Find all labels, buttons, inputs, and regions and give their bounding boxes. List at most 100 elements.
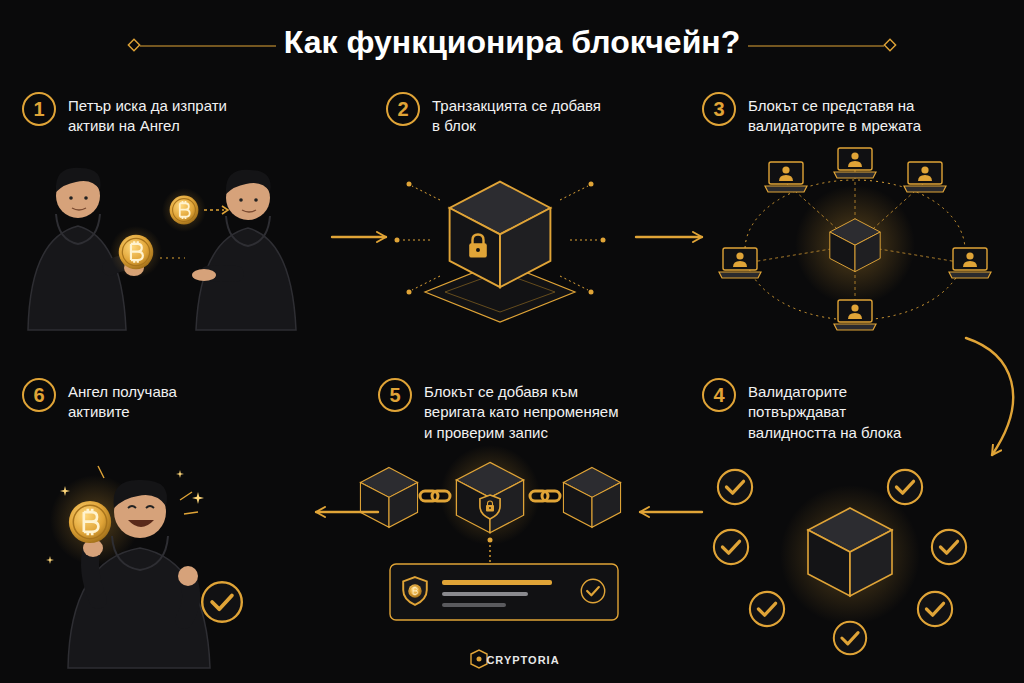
illustration-path bbox=[146, 506, 154, 508]
illustration-use bbox=[408, 584, 421, 597]
illustration-circle bbox=[589, 182, 594, 187]
illustration-path bbox=[56, 168, 101, 192]
illustration-use bbox=[834, 622, 866, 654]
callout-number: 2 bbox=[386, 92, 420, 126]
illustration-path bbox=[204, 209, 224, 211]
illustration-circle bbox=[69, 196, 73, 200]
illustration-polygon bbox=[471, 650, 487, 668]
illustration-path bbox=[242, 210, 256, 212]
validation-checks bbox=[714, 470, 966, 654]
callout-number: 5 bbox=[378, 378, 412, 412]
illustration-line bbox=[570, 240, 600, 241]
illustration-line bbox=[98, 466, 104, 478]
illustration-circle bbox=[162, 188, 206, 232]
illustration-path bbox=[28, 226, 126, 330]
illustration-use bbox=[750, 592, 784, 626]
illustration-rect bbox=[432, 491, 450, 501]
step-panel: 1Петър иска да изпрати активи на Ангел bbox=[22, 92, 332, 338]
watermark: CRYPTORIA bbox=[0, 654, 1024, 666]
step-panel: 6Ангел получава активите bbox=[22, 378, 316, 668]
watermark-logo bbox=[471, 650, 487, 668]
illustration-path bbox=[56, 214, 100, 244]
illustration-use bbox=[170, 196, 199, 225]
illustration-circle bbox=[440, 445, 540, 545]
illustration-g bbox=[98, 466, 198, 514]
illustration-path bbox=[222, 206, 228, 214]
illustration-line bbox=[412, 276, 440, 290]
step-panel: 2 Транзакцията се добавя в блок bbox=[386, 92, 636, 338]
illustration-use bbox=[834, 300, 876, 330]
illustration-use bbox=[450, 182, 551, 288]
illustration-circle bbox=[488, 538, 493, 543]
flow-arrow bbox=[332, 236, 386, 238]
illustration-use bbox=[718, 470, 752, 504]
illustration-path bbox=[226, 170, 271, 194]
step-panel: 5Блокът се добавя към веригата като непр… bbox=[378, 378, 640, 668]
blockchain-chain bbox=[360, 445, 620, 620]
illustration-path bbox=[128, 506, 136, 508]
illustration-use bbox=[456, 462, 523, 532]
coins bbox=[110, 188, 228, 278]
illustration-rect bbox=[442, 580, 552, 585]
illustration-rect bbox=[884, 39, 895, 50]
illustration-use bbox=[403, 577, 427, 605]
illustration-circle bbox=[601, 238, 606, 243]
illustration-use bbox=[932, 530, 966, 564]
illustration-use bbox=[46, 556, 54, 564]
illustration-path bbox=[226, 216, 270, 246]
illustration-use bbox=[834, 148, 876, 178]
illustration-rect bbox=[390, 564, 618, 620]
illustration-path bbox=[68, 548, 210, 668]
watermark-text: CRYPTORIA bbox=[464, 654, 559, 666]
illustration-path bbox=[128, 520, 154, 527]
illustration-rect bbox=[442, 592, 528, 596]
illustration-path bbox=[112, 536, 168, 570]
illustration-use bbox=[888, 470, 922, 504]
diagram-title: Как функционира блокчейн? bbox=[0, 24, 1024, 61]
illustration-use bbox=[904, 162, 946, 192]
illustration-use bbox=[486, 501, 494, 512]
illustration-use bbox=[719, 248, 761, 278]
callout-number: 6 bbox=[22, 378, 56, 412]
illustration-line bbox=[140, 45, 282, 46]
illustration-circle bbox=[254, 198, 258, 202]
step-description: Транзакцията се добавя в блок bbox=[432, 96, 602, 137]
illustration-g bbox=[395, 182, 606, 295]
illustration-ellipse bbox=[192, 269, 216, 281]
illustration-rect bbox=[542, 491, 560, 501]
illustration-circle bbox=[407, 182, 412, 187]
flow-arrow bbox=[316, 511, 378, 513]
step-panel: 4 Валидаторите потвърждават валидността н… bbox=[702, 378, 992, 668]
illustration-use bbox=[808, 508, 892, 596]
illustration-use bbox=[765, 162, 807, 192]
illustration-use bbox=[469, 235, 487, 258]
illustration-line bbox=[400, 240, 430, 241]
transaction-block bbox=[395, 182, 606, 323]
step-description: Валидаторите потвърждават валидността на… bbox=[748, 382, 913, 443]
illustration-use bbox=[360, 467, 417, 527]
validator-network bbox=[719, 148, 991, 330]
illustration-path bbox=[184, 580, 191, 620]
illustration-use bbox=[176, 470, 184, 478]
receiver-person bbox=[192, 170, 296, 330]
illustration-use bbox=[192, 492, 204, 504]
illustration-circle bbox=[407, 290, 412, 295]
flow-arrow bbox=[640, 511, 702, 513]
illustration-line bbox=[742, 45, 884, 46]
receiver-happy bbox=[46, 466, 242, 668]
illustration-use bbox=[581, 579, 604, 602]
illustration-circle bbox=[84, 196, 88, 200]
step-panel: 3Блокът се представя на валидаторите в м… bbox=[702, 92, 1018, 338]
illustration-use bbox=[830, 219, 880, 272]
flow-arrow bbox=[966, 338, 1013, 455]
illustration-rect bbox=[442, 603, 506, 607]
callout-number: 3 bbox=[702, 92, 736, 126]
illustration-use bbox=[949, 248, 991, 278]
illustration-line bbox=[560, 186, 588, 200]
flow-arrow bbox=[636, 236, 702, 238]
callout-number: 4 bbox=[702, 378, 736, 412]
illustration-line bbox=[184, 512, 198, 514]
illustration-circle bbox=[780, 485, 920, 625]
illustration-use bbox=[119, 235, 154, 270]
